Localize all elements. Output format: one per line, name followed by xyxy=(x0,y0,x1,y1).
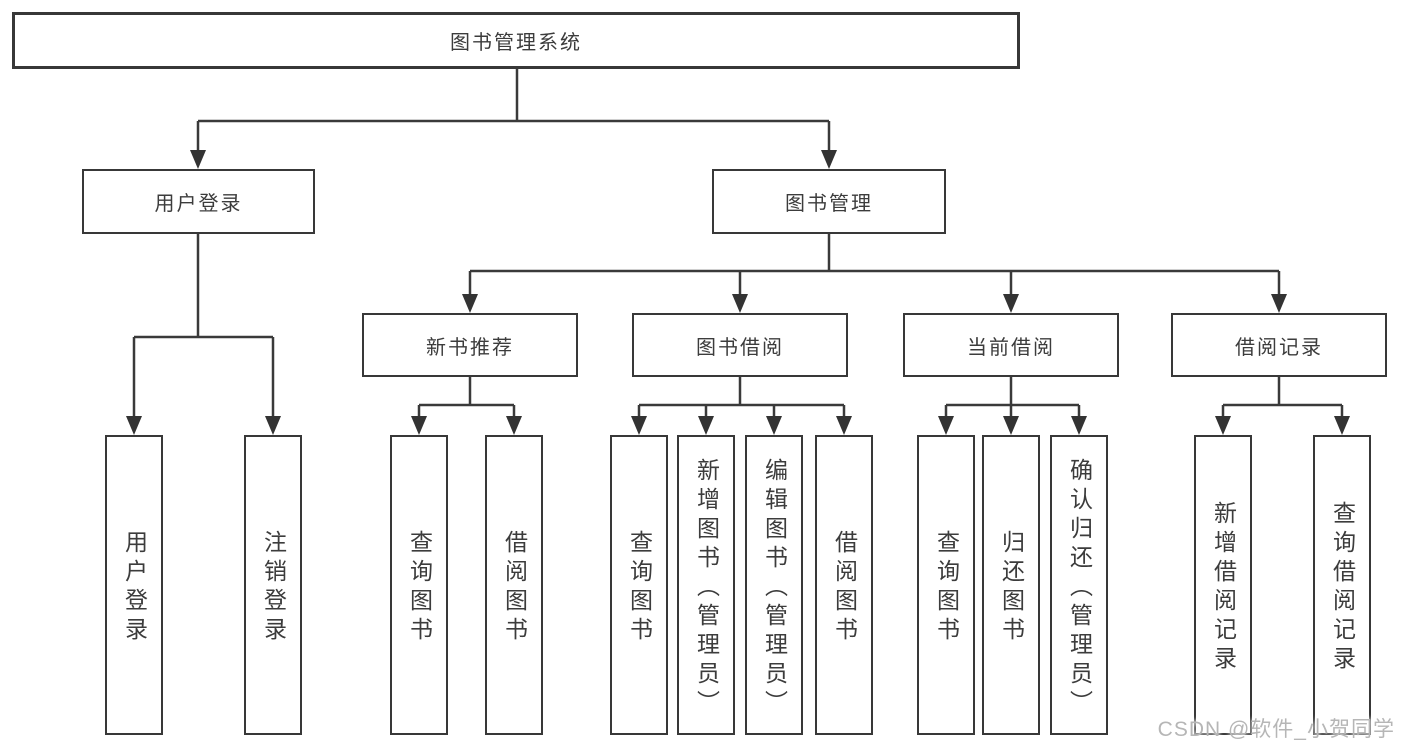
arrowhead xyxy=(126,416,142,435)
watermark: CSDN @软件_小贺同学 xyxy=(1157,718,1395,741)
node-new-book-recommend: 新书推荐 xyxy=(362,313,578,377)
leaf-add-book-admin: 新增图书（管理员） xyxy=(677,435,735,735)
arrowhead xyxy=(265,416,281,435)
leaf-add-borrow-record: 新增借阅记录 xyxy=(1194,435,1252,735)
arrowhead xyxy=(821,150,837,169)
arrowhead xyxy=(1003,416,1019,435)
leaf-query-book-current: 查询图书 xyxy=(917,435,975,735)
arrowhead xyxy=(1071,416,1087,435)
node-borrow-records: 借阅记录 xyxy=(1171,313,1387,377)
leaf-logout: 注销登录 xyxy=(244,435,302,735)
arrowhead xyxy=(411,416,427,435)
arrowhead xyxy=(506,416,522,435)
leaf-user-login: 用户登录 xyxy=(105,435,163,735)
arrowhead xyxy=(190,150,206,169)
arrowhead xyxy=(1271,294,1287,313)
node-user-login: 用户登录 xyxy=(82,169,315,234)
leaf-return-book: 归还图书 xyxy=(982,435,1040,735)
arrowhead xyxy=(698,416,714,435)
arrowhead xyxy=(462,294,478,313)
leaf-query-book-borrow: 查询图书 xyxy=(610,435,668,735)
node-current-borrow: 当前借阅 xyxy=(903,313,1119,377)
arrowhead xyxy=(1215,416,1231,435)
arrowhead xyxy=(732,294,748,313)
arrowhead xyxy=(1334,416,1350,435)
leaf-query-borrow-record: 查询借阅记录 xyxy=(1313,435,1371,735)
arrowhead xyxy=(836,416,852,435)
arrowhead xyxy=(766,416,782,435)
arrowhead xyxy=(938,416,954,435)
node-book-management: 图书管理 xyxy=(712,169,946,234)
arrowhead xyxy=(631,416,647,435)
node-root-system: 图书管理系统 xyxy=(12,12,1020,69)
node-book-borrow: 图书借阅 xyxy=(632,313,848,377)
leaf-borrow-book: 借阅图书 xyxy=(815,435,873,735)
arrowhead xyxy=(1003,294,1019,313)
leaf-query-book-recommend: 查询图书 xyxy=(390,435,448,735)
leaf-edit-book-admin: 编辑图书（管理员） xyxy=(745,435,803,735)
leaf-borrow-book-recommend: 借阅图书 xyxy=(485,435,543,735)
leaf-confirm-return-admin: 确认归还（管理员） xyxy=(1050,435,1108,735)
